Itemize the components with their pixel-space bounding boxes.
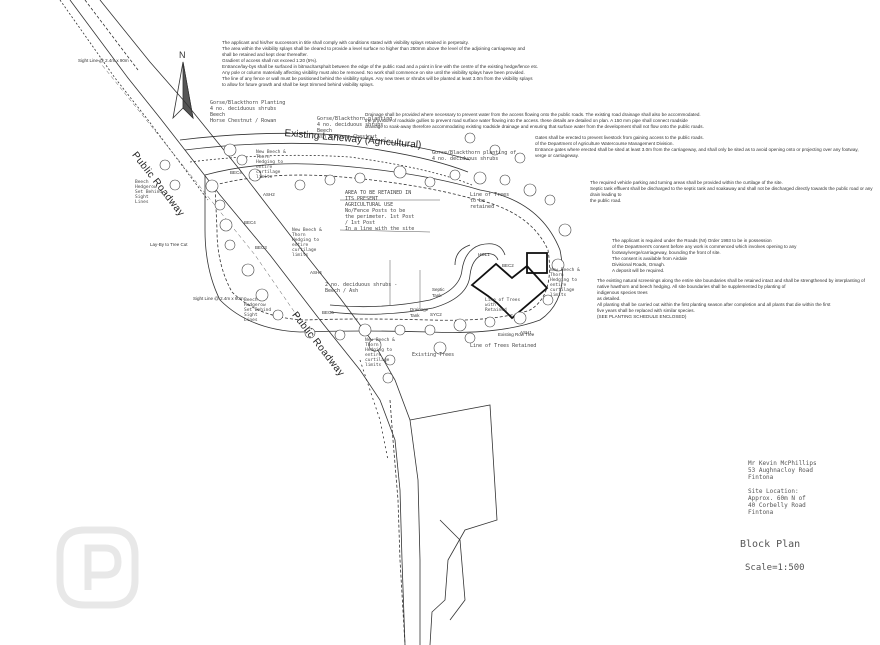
tree-code: ASH4 (310, 270, 322, 275)
annotation-beech-lower: New Beech & Thorn Hedging to entire curt… (365, 338, 395, 368)
site-location-block: Site Location: Approx. 60m N of 40 Corbe… (748, 488, 806, 516)
tree-code: BEC6 (322, 310, 334, 315)
north-label: N (179, 50, 186, 60)
annotation-beech-hedge-left: Beech Hedgerow Set Behind Sight Lines (135, 180, 163, 205)
annotation-lay-by: Lay-By to Tree Cut (150, 242, 188, 247)
tree-code: ASH2 (263, 192, 275, 197)
watermark-logo (56, 526, 139, 609)
drawing-title: Block Plan (740, 539, 801, 550)
annotation-retain-area: AREA TO BE RETAINED IN ITS PRESENT AGRIC… (345, 190, 415, 232)
retained-area-lines (339, 199, 440, 310)
sightline-upper: Sight Line @ 2.4m x 90m (78, 58, 129, 63)
annotation-hedge-b: Gorse/Blackthorn planting 4 no. deciduou… (317, 116, 393, 140)
trees (159, 132, 572, 384)
annotation-beech-upper: New Beech & Thorn Hedging to entire curt… (256, 150, 286, 180)
annotation-trees-retained: Line of Trees Retained (470, 343, 537, 349)
notes-permission: The applicant is required under the Road… (612, 238, 797, 273)
tree-code: BEC2 (502, 263, 514, 268)
annotation-hedge-a: Gorse/Blackthorn Planting 4 no. deciduou… (210, 100, 286, 124)
tree-code: HOL1 (478, 252, 490, 257)
drawing-scale: Scale=1:500 (745, 563, 805, 573)
tree-code: BEC3 (255, 245, 267, 250)
annotation-line-trees-bottom: Line of Trees with Retained (485, 298, 521, 313)
field-boundaries (359, 359, 498, 645)
annotation-deciduous: 2 no. deciduous shrubs - Beech / Ash (325, 282, 398, 294)
site-boundary (204, 163, 563, 333)
tree-code: BEC4 (244, 220, 256, 225)
sightline-lower: Sight Line @ 2.4m x 60m (193, 296, 244, 301)
notes-gates: Gates shall be erected to prevent livest… (535, 135, 859, 158)
notes-top: The applicant and his/her successors in … (222, 40, 539, 87)
tree-code: SYC2 (430, 312, 442, 317)
notes-hedge: The existing natural screenings along th… (597, 278, 865, 319)
annotation-trees-upper: Line of Trees to be retained (470, 192, 510, 210)
tree-code: BEC4 (230, 170, 242, 175)
public-roadway (59, 0, 421, 645)
annotation-existing-row: Existing Row Tree (498, 332, 535, 337)
annotation-beech-mid: New Beech & Thorn Hedging to entire curt… (292, 228, 322, 258)
annotation-beech-hedge-lower: Beech Hedgerow Set Behind Sight Lines (244, 298, 272, 323)
annotation-existing-tree: Existing Trees (412, 352, 455, 358)
annotation-hedge-c: Gorse/Blackthorn planting of 4 no. decid… (432, 150, 517, 162)
annotation-septic: Septic Tank (432, 287, 445, 298)
driveway (329, 243, 506, 315)
house-footprint (470, 262, 549, 320)
garage-footprint (526, 252, 548, 274)
tree-code: ASH1 (520, 330, 532, 335)
annotation-beech-right: New Beech & Thorn Hedging to entire curt… (550, 268, 580, 298)
north-arrow (172, 61, 194, 120)
annotation-drainage-tank: Drainage Tank (410, 307, 429, 318)
client-block: Mr Kevin McPhillips 53 Aughnacloy Road F… (748, 460, 817, 481)
notes-parking: The required vehicle parking and turning… (590, 180, 873, 203)
notes-drainage: Drainage shall be provided where necessa… (365, 112, 704, 129)
sight-line (97, 59, 301, 321)
